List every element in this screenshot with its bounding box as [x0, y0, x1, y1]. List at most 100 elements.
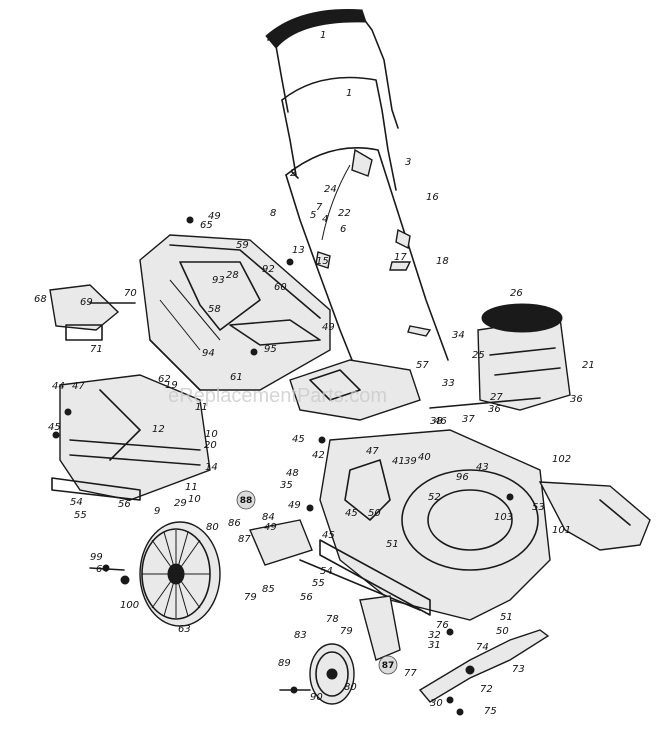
callout-22: 22: [338, 208, 351, 219]
callout-76: 76: [436, 620, 449, 631]
grass-catcher: [139, 234, 331, 391]
callout-11: 11: [195, 402, 208, 413]
callout-30: 30: [430, 698, 443, 709]
callout-72: 72: [480, 684, 493, 695]
rear-wheel: [139, 521, 221, 627]
callout-92: 92: [262, 264, 275, 275]
callout-102: 102: [552, 454, 571, 465]
callout-54: 54: [70, 497, 83, 508]
circled-callouts: 88 87: [236, 490, 398, 675]
callout-94: 94: [202, 348, 215, 359]
upper-handle: [265, 9, 399, 129]
circled-callout-bg: [236, 490, 256, 510]
callout-29: 29: [174, 498, 187, 509]
callout-17: 17: [394, 252, 407, 263]
callout-62: 62: [158, 374, 171, 385]
callout-79: 79: [244, 592, 257, 603]
engine: [477, 303, 571, 411]
callout-13: 13: [292, 245, 305, 256]
front-wheel: [309, 643, 355, 705]
side-chute: [49, 284, 136, 341]
callout-75: 75: [484, 706, 497, 717]
callout-95: 95: [264, 344, 277, 355]
callout-83: 83: [294, 630, 307, 641]
rear-deflector: [51, 374, 211, 501]
callout-73: 73: [512, 664, 525, 675]
callout-85: 85: [262, 584, 275, 595]
callout-100: 100: [120, 600, 139, 611]
fasteners: [52, 216, 541, 716]
callout-84: 84: [262, 512, 275, 523]
callout-80: 80: [206, 522, 219, 533]
callout-41: 41: [392, 456, 405, 467]
callout-35: 35: [280, 480, 293, 491]
callout-57: 57: [416, 360, 429, 371]
blade: [418, 629, 550, 703]
callout-25: 25: [472, 350, 485, 361]
callout-14: 14: [205, 462, 218, 473]
wheel-brackets: [249, 519, 401, 661]
callout-59: 59: [236, 240, 249, 251]
callout-24: 24: [324, 184, 337, 195]
callout-34: 34: [452, 330, 465, 341]
circled-callout-bg: [378, 655, 398, 675]
callout-79: 79: [340, 626, 353, 637]
callout-89: 89: [278, 658, 291, 669]
callout-55: 55: [74, 510, 87, 521]
callout-87: 87: [238, 534, 251, 545]
callout-61: 61: [230, 372, 243, 383]
callout-3: 3: [405, 157, 411, 168]
callout-45: 45: [322, 530, 335, 541]
watermark: eReplacementParts.com: [168, 385, 387, 407]
callout-101: 101: [552, 525, 571, 536]
callout-77: 77: [404, 668, 417, 679]
callout-90: 90: [310, 692, 323, 703]
callout-5: 5: [310, 210, 316, 221]
callout-2: 2: [290, 168, 296, 179]
callout-68: 68: [34, 294, 47, 305]
callout-37: 37: [462, 414, 475, 425]
lower-handle: [285, 147, 449, 381]
callout-80: 80: [344, 682, 357, 693]
callout-8: 8: [270, 208, 276, 219]
callout-38: 38: [430, 416, 443, 427]
callout-19: 19: [165, 380, 178, 391]
callout-69: 69: [80, 297, 93, 308]
callout-42: 42: [312, 450, 325, 461]
callout-53: 53: [532, 502, 545, 513]
callout-28: 28: [226, 270, 239, 281]
callout-56: 56: [118, 499, 131, 510]
callout-36: 36: [570, 394, 583, 405]
callout-16: 16: [426, 192, 439, 203]
circled-callout-88: 88: [240, 496, 253, 506]
callout-78: 78: [326, 614, 339, 625]
circled-callout-87: 87: [382, 661, 395, 671]
callout-45: 45: [345, 508, 358, 519]
callout-18: 18: [436, 256, 449, 267]
mower-deck: [299, 429, 551, 621]
callout-74: 74: [476, 642, 489, 653]
callout-32: 32: [428, 630, 441, 641]
callout-21: 21: [582, 360, 595, 371]
callout-50: 50: [496, 626, 509, 637]
callout-65: 65: [200, 220, 213, 231]
callout-9: 9: [154, 506, 160, 517]
callout-11: 11: [185, 482, 198, 493]
callout-33: 33: [442, 378, 455, 389]
callout-99: 99: [90, 552, 103, 563]
callout-40: 40: [418, 452, 431, 463]
callout-55: 55: [312, 578, 325, 589]
callout-63: 63: [178, 624, 191, 635]
callout-44: 44: [52, 381, 65, 392]
callout-48: 48: [286, 468, 299, 479]
callout-7: 7: [316, 202, 323, 213]
callout-96: 96: [456, 472, 469, 483]
callout-10: 10: [188, 494, 201, 505]
callout-4: 4: [322, 214, 328, 225]
callout-6: 6: [340, 224, 346, 235]
callout-93: 93: [212, 275, 225, 286]
callout-1: 1: [320, 30, 326, 41]
callout-46: 46: [434, 416, 447, 427]
front-deflector: [538, 481, 651, 551]
